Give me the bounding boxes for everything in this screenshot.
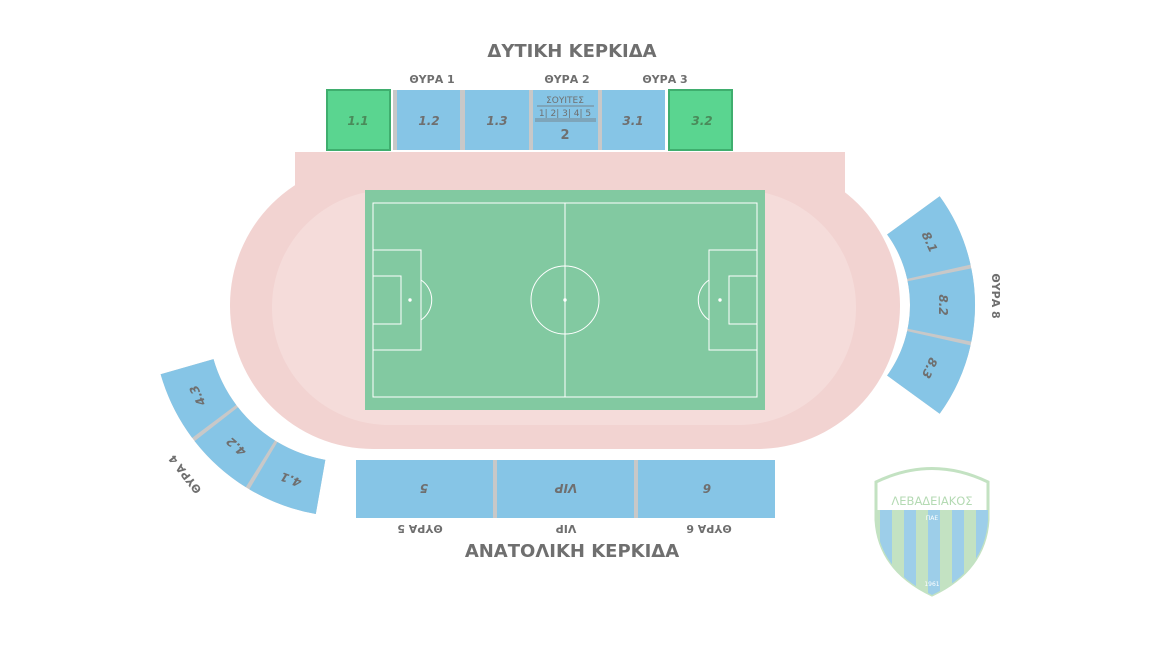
section-3-1[interactable]: 3.1 (602, 90, 665, 150)
suites-title: ΣΟΥΙΤΕΣ (546, 96, 584, 106)
logo-year: 1961 (924, 581, 939, 588)
section-8-2[interactable]: 8.2 (907, 268, 976, 342)
section-2[interactable]: ΣΟΥΙΤΕΣ 1| 2| 3| 4| 5 2 (533, 90, 598, 150)
section-6[interactable]: 6 (638, 460, 775, 518)
gate-1-label: ΘΥΡΑ 1 (409, 73, 454, 86)
section-4-2[interactable]: 4.2 (194, 407, 275, 488)
svg-text:8.2: 8.2 (936, 294, 950, 315)
gate-3-label: ΘΥΡΑ 3 (642, 73, 687, 86)
section-4-3[interactable]: 4.3 (160, 359, 237, 438)
gate-5-label: ΘΥΡΑ 5 (397, 522, 442, 535)
west-stand-title: ΔΥΤΙΚΗ ΚΕΡΚΙΔΑ (487, 41, 656, 62)
svg-text:3.1: 3.1 (622, 114, 643, 128)
svg-text:6: 6 (703, 481, 711, 495)
gate-2-label: ΘΥΡΑ 2 (544, 73, 589, 86)
club-logo: ΛΕΒΑΔΕΙΑΚΟΣ ΠΑΕ 1961 (874, 467, 990, 597)
section-4-1[interactable]: 4.1 (249, 442, 326, 515)
section-1-1[interactable]: 1.1 (326, 89, 391, 151)
logo-name: ΛΕΒΑΔΕΙΑΚΟΣ (891, 494, 972, 508)
section-8-1[interactable]: 8.1 (887, 196, 971, 279)
gate-vip-label: VIP (556, 522, 577, 535)
gate-8-sections: 8.1 8.2 8.3 (887, 196, 976, 414)
gate-6-label: ΘΥΡΑ 6 (686, 522, 732, 535)
svg-text:3.2: 3.2 (691, 114, 712, 128)
gate-4-label: ΘΥΡΑ 4 (166, 452, 204, 496)
section-3-2[interactable]: 3.2 (668, 89, 733, 151)
logo-sub: ΠΑΕ (926, 515, 939, 522)
suites-numbers: 1| 2| 3| 4| 5 (539, 109, 591, 119)
svg-text:1.1: 1.1 (347, 114, 368, 128)
section-vip[interactable]: VIP (497, 460, 634, 518)
svg-text:5: 5 (420, 481, 428, 495)
east-stand-title: ΑΝΑΤΟΛΙΚΗ ΚΕΡΚΙΔΑ (465, 541, 679, 562)
football-pitch (365, 190, 765, 410)
section-1-2[interactable]: 1.2 (397, 90, 460, 150)
section-8-3[interactable]: 8.3 (887, 331, 971, 414)
svg-text:2: 2 (560, 128, 569, 143)
section-1-3[interactable]: 1.3 (465, 90, 529, 150)
svg-text:VIP: VIP (555, 481, 578, 495)
gate-4-sections: 4.14.24.3 (160, 359, 326, 515)
gate-8-label: ΘΥΡΑ 8 (989, 273, 1002, 318)
section-5[interactable]: 5 (356, 460, 493, 518)
svg-text:1.3: 1.3 (486, 114, 507, 128)
svg-text:1.2: 1.2 (418, 114, 439, 128)
